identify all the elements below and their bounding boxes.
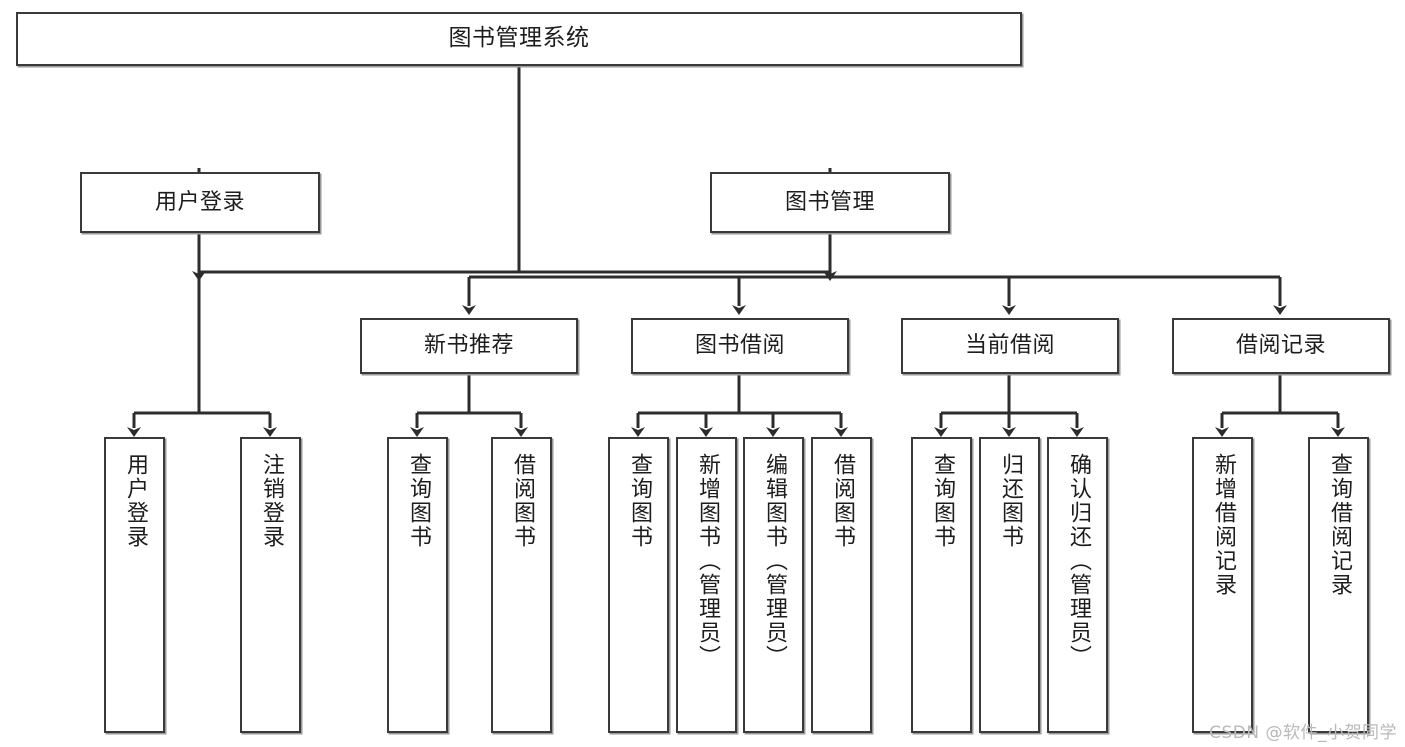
node-leaf-confirm-return-admin[interactable]: 确认归还（管理员） [1047,437,1108,733]
node-leaf-query-book-borrow[interactable]: 查询图书 [608,437,669,733]
node-leaf-return-book[interactable]: 归还图书 [979,437,1040,733]
node-book-borrow[interactable]: 图书借阅 [631,318,849,374]
node-label: 用户登录 [154,189,245,215]
node-label: 新增图书（管理员） [694,453,720,669]
node-label: 当前借阅 [964,333,1055,359]
node-label: 图书借阅 [694,333,785,359]
node-label: 图书管理 [784,189,875,215]
node-leaf-edit-book-admin[interactable]: 编辑图书（管理员） [743,437,804,733]
node-root-book-management-system[interactable]: 图书管理系统 [16,12,1022,66]
node-leaf-query-book-recommend[interactable]: 查询图书 [387,437,448,733]
node-label: 查询图书 [626,453,652,549]
node-label: 借阅记录 [1235,333,1326,359]
csdn-watermark: CSDN @软件_小贺同学 [1209,723,1397,743]
node-user-login[interactable]: 用户登录 [80,172,320,233]
node-leaf-add-book-admin[interactable]: 新增图书（管理员） [676,437,737,733]
node-label: 查询图书 [929,453,955,549]
node-label: 借阅图书 [509,453,535,549]
node-leaf-user-login[interactable]: 用户登录 [104,437,165,733]
node-label: 新增借阅记录 [1210,453,1236,597]
node-label: 查询图书 [405,453,431,549]
node-label: 新书推荐 [423,333,514,359]
node-leaf-query-borrow-record[interactable]: 查询借阅记录 [1308,437,1369,733]
node-borrow-record[interactable]: 借阅记录 [1172,318,1390,374]
node-leaf-logout-login[interactable]: 注销登录 [240,437,301,733]
node-leaf-borrow-book-borrow[interactable]: 借阅图书 [811,437,872,733]
node-label: 借阅图书 [829,453,855,549]
node-leaf-query-book-current[interactable]: 查询图书 [911,437,972,733]
node-label: 编辑图书（管理员） [761,453,787,669]
node-book-management[interactable]: 图书管理 [710,172,950,233]
node-label: 归还图书 [997,453,1023,549]
node-label: 用户登录 [122,453,148,549]
node-label: 查询借阅记录 [1326,453,1352,597]
node-new-book-recommend[interactable]: 新书推荐 [360,318,578,374]
node-label: 注销登录 [258,453,284,549]
node-leaf-borrow-book-recommend[interactable]: 借阅图书 [491,437,552,733]
node-current-borrow[interactable]: 当前借阅 [901,318,1119,374]
node-label: 图书管理系统 [448,25,590,52]
node-leaf-add-borrow-record[interactable]: 新增借阅记录 [1192,437,1253,733]
node-label: 确认归还（管理员） [1065,453,1091,669]
